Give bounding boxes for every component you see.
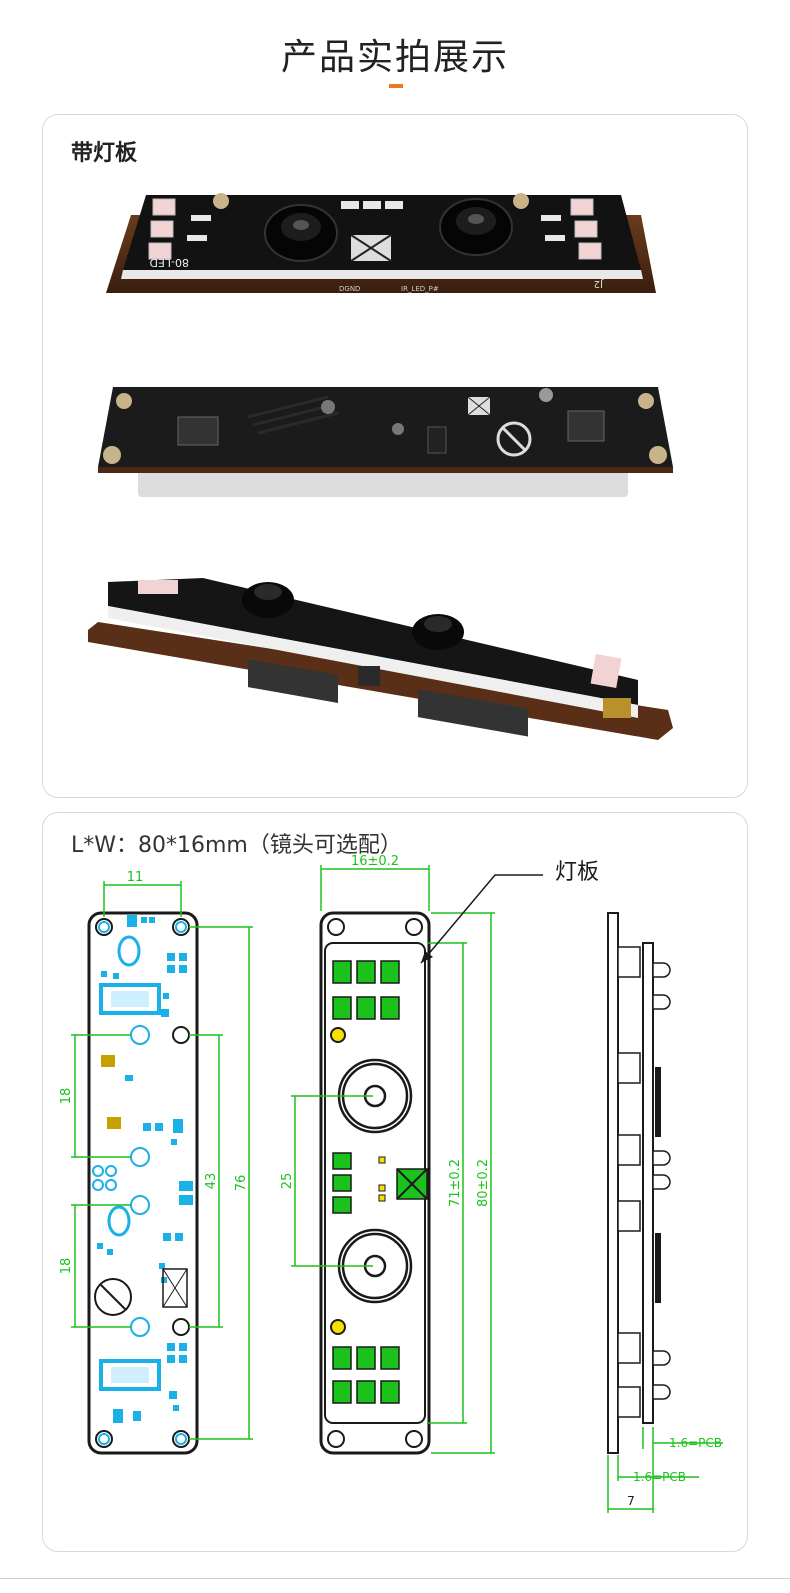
silkscreen-dgnd: DGND xyxy=(339,285,360,293)
dim-lines-left xyxy=(71,881,253,1440)
title-accent-bar xyxy=(389,84,403,88)
dim-pcb-lower: 1.6=PCB xyxy=(633,1470,686,1484)
dim-18-bottom: 18 xyxy=(59,1258,74,1275)
dim-25: 25 xyxy=(280,1173,295,1190)
dim-76: 76 xyxy=(234,1175,249,1192)
photo-side-angle xyxy=(88,578,673,740)
dim-16: 16±0.2 xyxy=(351,854,399,869)
dim-lines-right xyxy=(607,1427,723,1513)
dim-11: 11 xyxy=(127,870,144,885)
callout-line xyxy=(420,874,543,964)
dim-71: 71±0.2 xyxy=(448,1159,463,1207)
pcb-back-view xyxy=(87,911,199,1455)
dim-pcb-upper: 1.6=PCB xyxy=(669,1436,722,1450)
pcb-front-view xyxy=(319,911,431,1455)
side-profile-view xyxy=(607,912,671,1454)
dim-lines-middle xyxy=(291,865,495,1454)
silkscreen-j2: J2 xyxy=(594,278,604,289)
dim-80: 80±0.2 xyxy=(476,1159,491,1207)
dim-7: 7 xyxy=(627,1494,635,1508)
section-label-led-board: 带灯板 xyxy=(71,141,138,166)
callout-led-board: 灯板 xyxy=(555,860,599,885)
dimension-drawing-card: L*W：80*16mm（镜头可选配） xyxy=(42,812,748,1552)
bottom-divider xyxy=(0,1578,790,1579)
dim-43: 43 xyxy=(204,1173,219,1190)
dimension-caption: L*W：80*16mm（镜头可选配） xyxy=(71,833,402,858)
photo-back-side xyxy=(98,387,673,497)
dim-18-top: 18 xyxy=(59,1088,74,1105)
photo-front-led-board: 80-LED J2 DGND IR_LED_P# xyxy=(106,193,656,293)
silkscreen-irled: IR_LED_P# xyxy=(401,285,439,293)
silkscreen-led: 80-LED xyxy=(149,256,189,269)
dimension-drawing: 11 18 18 43 76 xyxy=(59,854,723,1513)
page-title: 产品实拍展示 xyxy=(280,37,509,78)
product-photo-card: 带灯板 80-LED J2 DGND xyxy=(42,114,748,798)
